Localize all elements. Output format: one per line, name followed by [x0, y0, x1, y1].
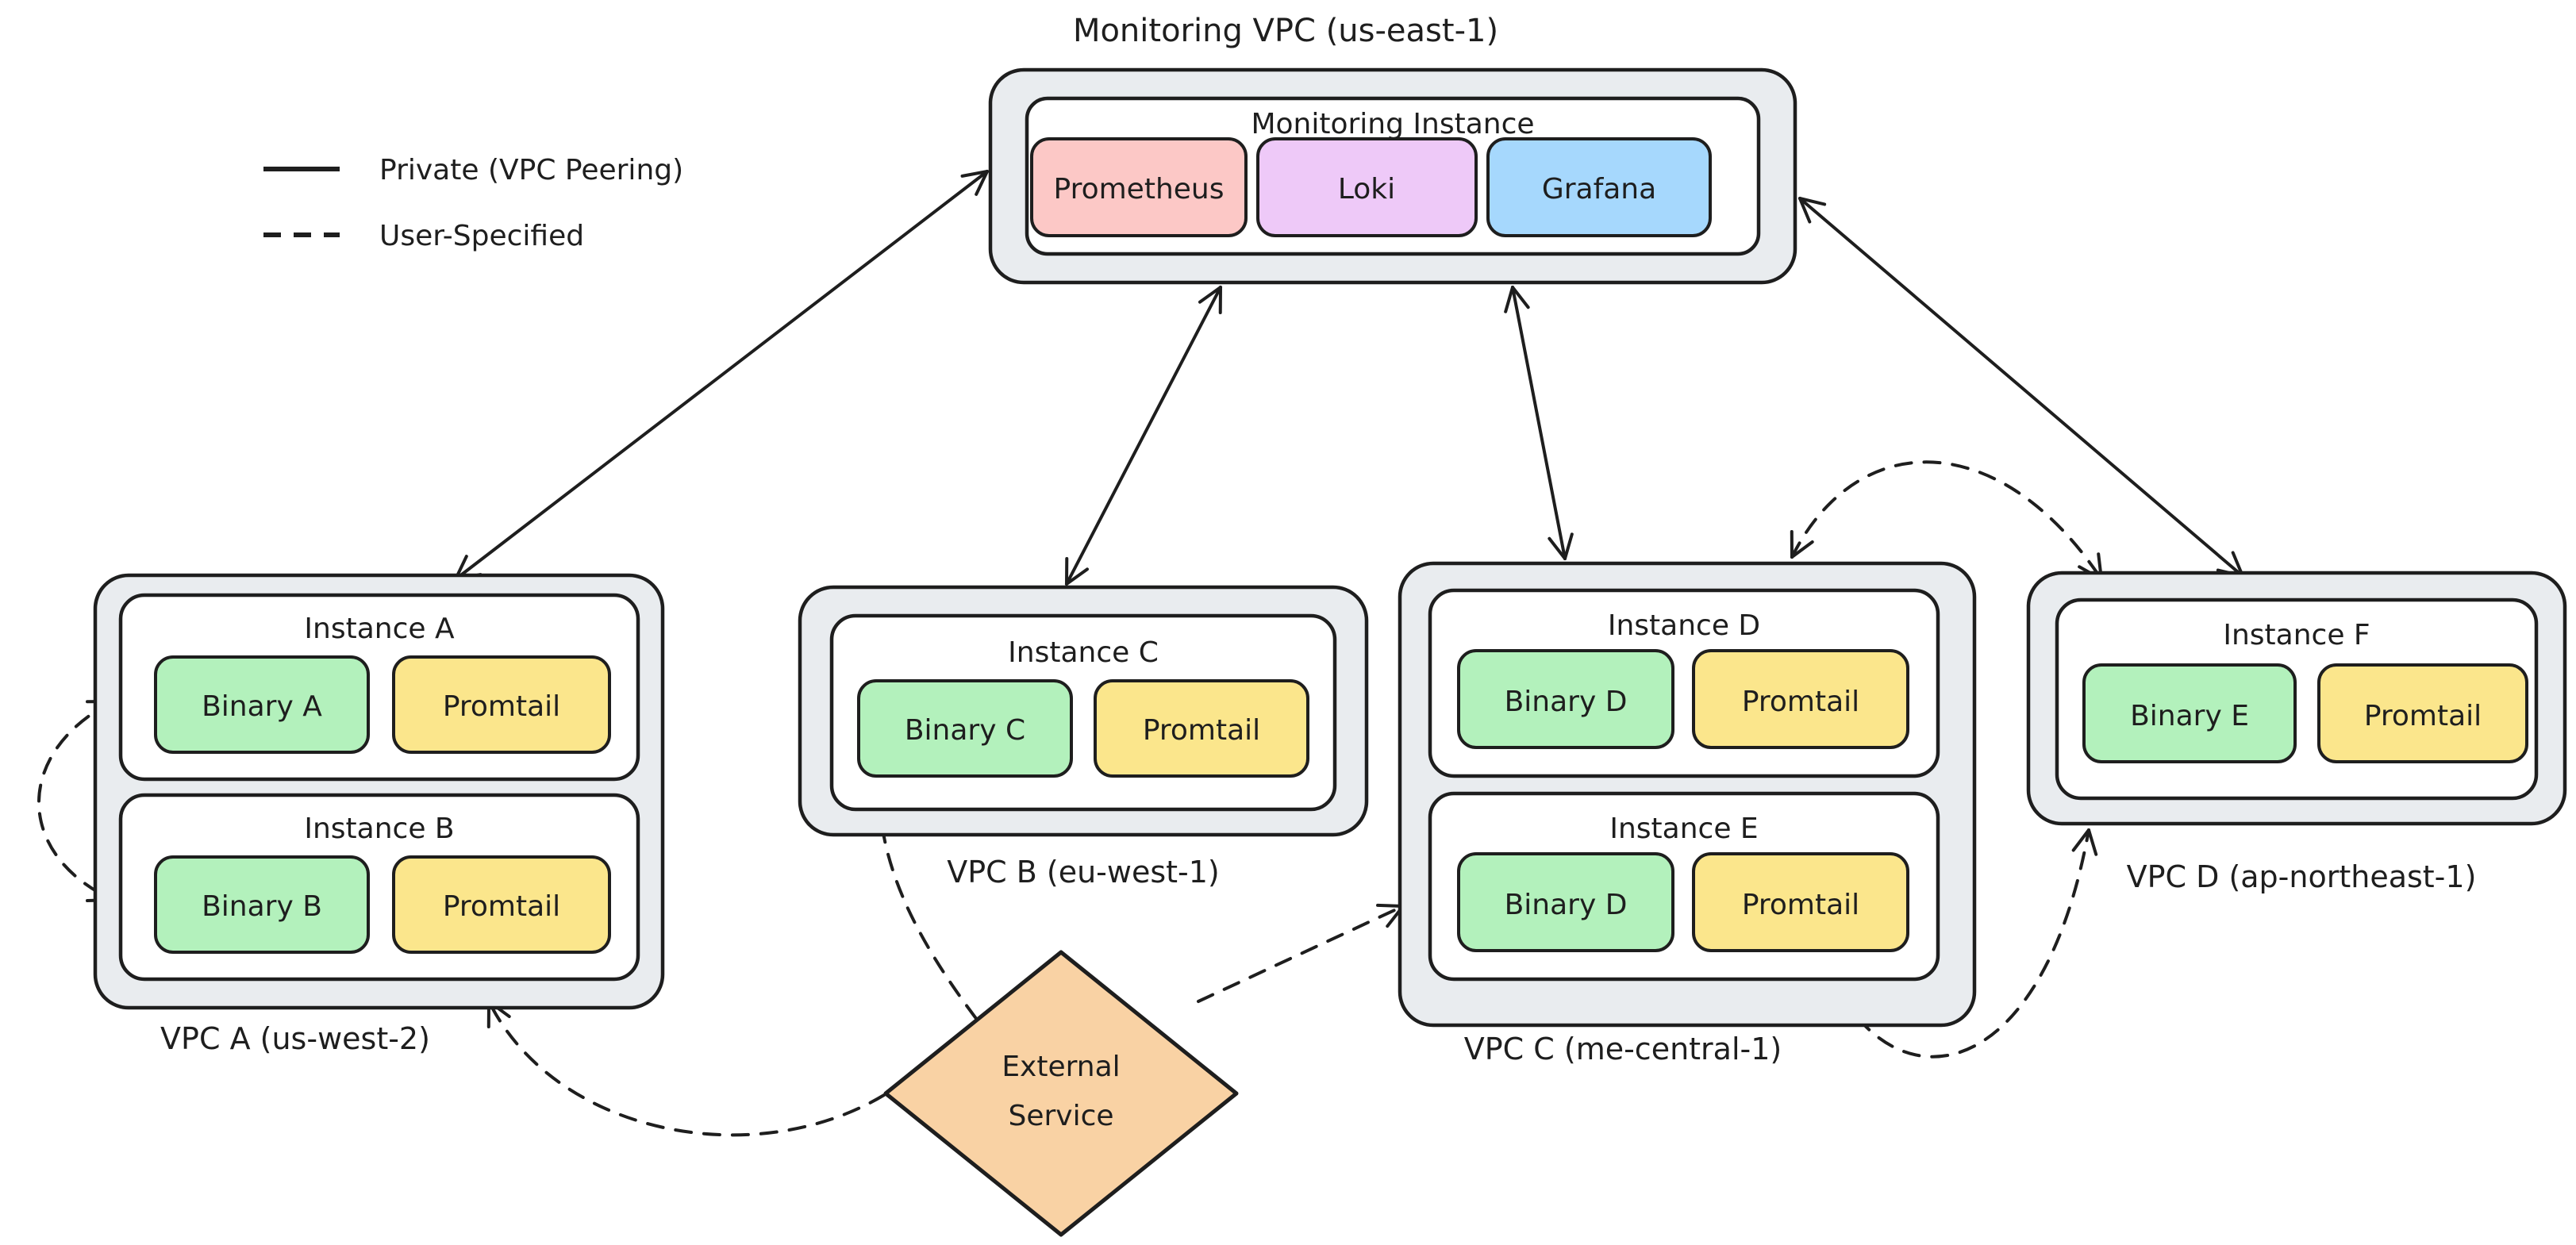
legend-user-specified-label: User-Specified [379, 220, 584, 252]
external-service-diamond [883, 950, 1239, 1237]
promtail-a-box [392, 655, 611, 754]
monitoring-to-vpc-c-arrowhead-start [1511, 286, 1530, 309]
promtail-a-label: Promtail [443, 690, 560, 723]
monitoring-to-vpc-b-arrowhead-start [1198, 286, 1222, 304]
vpc-a-label: VPC A (us-west-2) [160, 1021, 430, 1056]
vpc-b-label: VPC B (eu-west-1) [947, 855, 1220, 890]
vpc-d-label: VPC D (ap-northeast-1) [2127, 859, 2477, 894]
vpc-c-to-vpc-d-bottom-arrowhead-end [2087, 828, 2098, 856]
promtail-e-box [1692, 852, 1909, 952]
binary-a-label: Binary A [202, 690, 322, 723]
binary-b-box [154, 855, 370, 954]
instance-a-to-instance-b-loop-line [37, 700, 114, 901]
legend: Private (VPC Peering) User-Specified [263, 154, 683, 252]
binary-d-label: Binary D [1505, 686, 1628, 718]
promtail-d-label: Promtail [1742, 686, 1859, 718]
monitoring-to-vpc-b-line [1065, 286, 1222, 586]
monitoring-to-vpc-c-arrowhead-end [1563, 532, 1574, 560]
prometheus-label: Prometheus [1054, 173, 1225, 206]
binary-e-instance-box [1457, 852, 1674, 952]
monitoring-to-vpc-a-arrowhead-start [960, 170, 989, 178]
legend-private-label: Private (VPC Peering) [379, 154, 683, 186]
monitoring-to-vpc-c-arrowhead-start [1504, 286, 1514, 313]
monitoring-to-vpc-a-line [454, 170, 989, 581]
monitoring-to-vpc-d-arrowhead-start [1798, 197, 1812, 224]
loki-box [1256, 137, 1478, 237]
promtail-b-box [392, 855, 611, 954]
promtail-b-label: Promtail [443, 890, 560, 923]
binary-e-instance-label: Binary D [1505, 889, 1628, 921]
promtail-f-label: Promtail [2364, 700, 2482, 732]
prometheus-box [1030, 137, 1248, 237]
vpc-c: Instance D Binary D Promtail Instance E … [1398, 561, 1977, 1066]
instance-a-label: Instance A [304, 613, 455, 645]
binary-e-box [2082, 663, 2297, 763]
external-to-vpc-c-line [1197, 905, 1405, 1003]
promtail-c-label: Promtail [1143, 714, 1260, 747]
monitoring-vpc-title: Monitoring VPC (us-east-1) [1073, 13, 1498, 49]
binary-a-box [154, 655, 370, 754]
vpc-c-to-vpc-d-bottom-arrowhead-end [2071, 828, 2090, 852]
monitoring-vpc: Monitoring VPC (us-east-1) Monitoring In… [988, 13, 1797, 285]
instance-f-label: Instance F [2223, 619, 2370, 651]
monitoring-to-vpc-d-arrowhead-start [1798, 197, 1827, 206]
grafana-box [1486, 137, 1712, 237]
binary-c-label: Binary C [905, 714, 1025, 747]
vpc-a: Instance A Binary A Promtail Instance B … [93, 573, 665, 1056]
vpc-b: Instance C Binary C Promtail VPC B (eu-w… [798, 585, 1369, 890]
external-to-vpc-b-line [878, 800, 995, 1043]
binary-d-box [1457, 649, 1674, 749]
loki-label: Loki [1338, 173, 1395, 206]
instance-d-label: Instance D [1608, 609, 1760, 642]
vpc-c-to-vpc-d-top-arrowhead-start [1790, 540, 1814, 559]
monitoring-to-vpc-c-line [1511, 286, 1567, 560]
monitoring-to-vpc-a-arrowhead-start [975, 170, 989, 196]
promtail-c-box [1094, 679, 1309, 778]
binary-e-label: Binary E [2130, 700, 2249, 732]
instance-b-label: Instance B [304, 813, 454, 845]
external-to-vpc-a-line [487, 1000, 886, 1137]
monitoring-to-vpc-b-arrowhead-end [1065, 567, 1089, 586]
monitoring-to-vpc-c-arrowhead-end [1548, 536, 1567, 560]
external-service-label-line2: Service [1008, 1100, 1113, 1132]
external-service: External Service [883, 950, 1239, 1237]
promtail-f-box [2317, 663, 2528, 763]
monitoring-instance-label: Monitoring Instance [1251, 108, 1534, 140]
external-service-label-line1: External [1002, 1051, 1120, 1083]
promtail-d-box [1692, 649, 1909, 749]
instance-c-label: Instance C [1008, 636, 1159, 669]
promtail-e-label: Promtail [1742, 889, 1859, 921]
vpc-d: Instance F Binary E Promtail VPC D (ap-n… [2026, 571, 2567, 894]
instance-e-label: Instance E [1609, 813, 1758, 845]
monitoring-to-vpc-d-line [1798, 197, 2244, 578]
grafana-label: Grafana [1542, 173, 1656, 206]
binary-c-box [857, 679, 1073, 778]
vpc-c-to-vpc-d-top-line [1790, 460, 2103, 581]
binary-b-label: Binary B [202, 890, 322, 923]
vpc-c-label: VPC C (me-central-1) [1464, 1032, 1782, 1066]
